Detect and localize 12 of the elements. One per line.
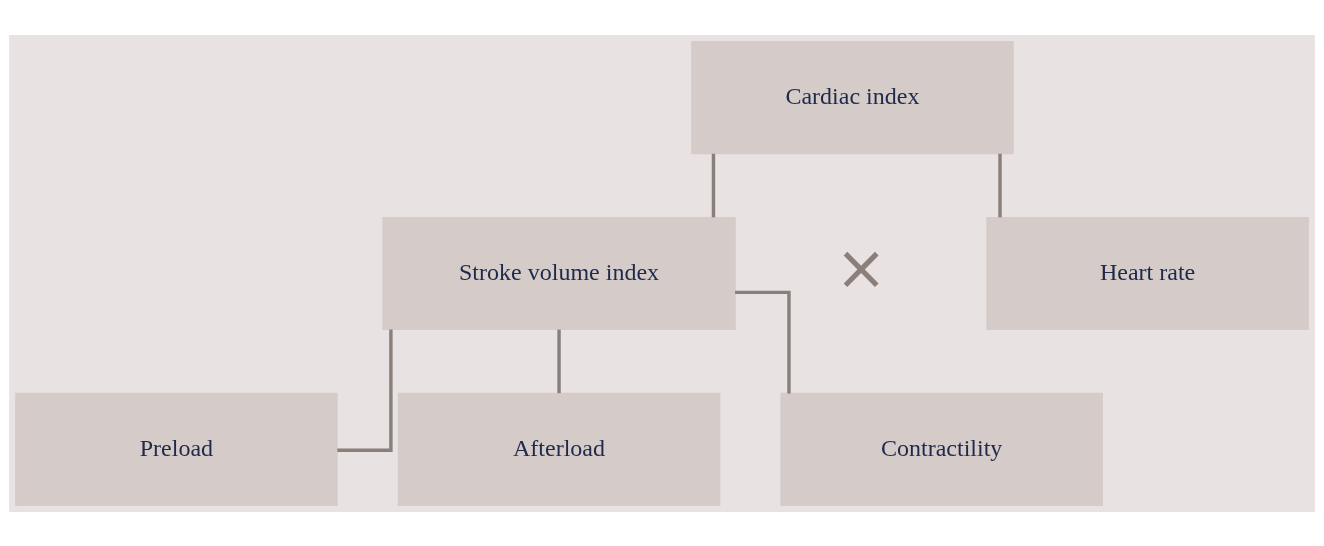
connector (711, 153, 716, 217)
node-box: Afterload (397, 392, 721, 506)
connector (998, 153, 1002, 217)
node-box: Stroke volume index (382, 216, 736, 330)
connector (337, 328, 393, 452)
node-box: Cardiac index (691, 40, 1014, 154)
connector (735, 290, 791, 394)
node-box: Preload (15, 392, 338, 506)
node-box: Heart rate (986, 216, 1309, 330)
connector (557, 329, 561, 393)
label: × (835, 231, 887, 304)
node-box: Contractility (780, 392, 1103, 506)
